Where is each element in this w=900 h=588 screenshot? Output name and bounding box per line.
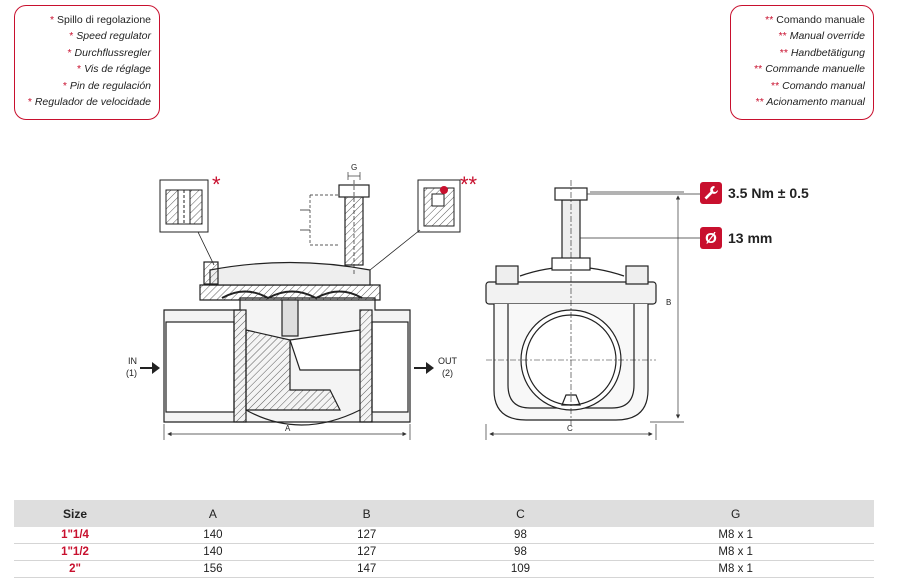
table-cell: M8 x 1 (597, 543, 874, 561)
valve-technical-drawing: * ** G A IN (1) OUT (2) (126, 163, 700, 440)
table-row: 1"1/4 140 127 98 M8 x 1 (14, 527, 874, 544)
column-header: G (597, 500, 874, 527)
legend-line: * Spillo di regolazione (50, 14, 151, 26)
manual-override-marker: ** (460, 172, 478, 197)
table-header-row: Size A B C G (14, 500, 874, 527)
legend-line: ** Commande manuelle (754, 63, 865, 76)
outlet-port: (2) (442, 368, 453, 378)
table-cell: 1"1/2 (14, 543, 136, 561)
legend-line: ** Handbetätigung (779, 46, 865, 59)
table-cell: 98 (443, 527, 598, 544)
table-cell: 127 (289, 527, 444, 544)
legend-line: ** Comando manual (771, 79, 865, 92)
column-header: Size (14, 500, 136, 527)
dimension-b-label: B (666, 298, 671, 307)
diameter-value: 13 mm (728, 230, 773, 246)
table-cell: 127 (289, 543, 444, 561)
speed-regulator-detail (159, 179, 215, 266)
dimension-c (485, 424, 657, 440)
table-row: 1"1/2 140 127 98 M8 x 1 (14, 543, 874, 561)
column-header: A (136, 500, 290, 527)
dimension-a-label: A (285, 424, 291, 433)
table-cell: 147 (289, 560, 444, 578)
legend-line: ** Acionamento manual (755, 96, 865, 109)
dimension-a (163, 424, 411, 440)
outlet-arrow-icon (414, 362, 434, 374)
table-row: 2" 156 147 109 M8 x 1 (14, 560, 874, 578)
table-cell: 140 (136, 527, 290, 544)
table-cell: 1"1/4 (14, 527, 136, 544)
legend-line: ** Comando manuale (765, 14, 865, 26)
table-cell: 109 (443, 560, 598, 578)
inlet-arrow-icon (140, 362, 160, 374)
legend-line: ** Manual override (778, 30, 865, 43)
legend-line: * Vis de réglage (77, 63, 151, 76)
dimension-c-label: C (567, 424, 573, 433)
torque-callout: 3.5 Nm ± 0.5 (700, 182, 809, 204)
dimension-g (347, 172, 361, 180)
speed-regulator-legend: * Spillo di regolazione * Speed regulato… (14, 5, 160, 120)
dimension-b (590, 191, 684, 423)
legend-line: * Durchflussregler (67, 46, 151, 59)
table-cell: 156 (136, 560, 290, 578)
torque-value: 3.5 Nm ± 0.5 (728, 185, 809, 201)
column-header: C (443, 500, 598, 527)
manual-override-detail (369, 179, 461, 271)
outlet-label: OUT (438, 356, 458, 366)
legend-line: * Speed regulator (69, 30, 151, 43)
table-cell: 2" (14, 560, 136, 578)
table-cell: M8 x 1 (597, 560, 874, 578)
manual-override-legend: ** Comando manuale ** Manual override **… (730, 5, 874, 120)
dimension-g-label: G (351, 163, 357, 172)
table-cell: M8 x 1 (597, 527, 874, 544)
legend-line: * Pin de regulación (62, 79, 151, 92)
wrench-icon (700, 182, 722, 204)
diameter-callout: Ø 13 mm (700, 227, 772, 249)
table-cell: 98 (443, 543, 598, 561)
inlet-port: (1) (126, 368, 137, 378)
dimensions-table: Size A B C G 1"1/4 140 127 98 M8 x 1 1"1… (14, 500, 874, 578)
inlet-label: IN (128, 356, 137, 366)
side-section-view (163, 180, 411, 426)
column-header: B (289, 500, 444, 527)
diameter-icon: Ø (700, 227, 722, 249)
speed-regulator-marker: * (212, 172, 221, 197)
table-cell: 140 (136, 543, 290, 561)
legend-line: * Regulador de velocidade (27, 96, 151, 109)
